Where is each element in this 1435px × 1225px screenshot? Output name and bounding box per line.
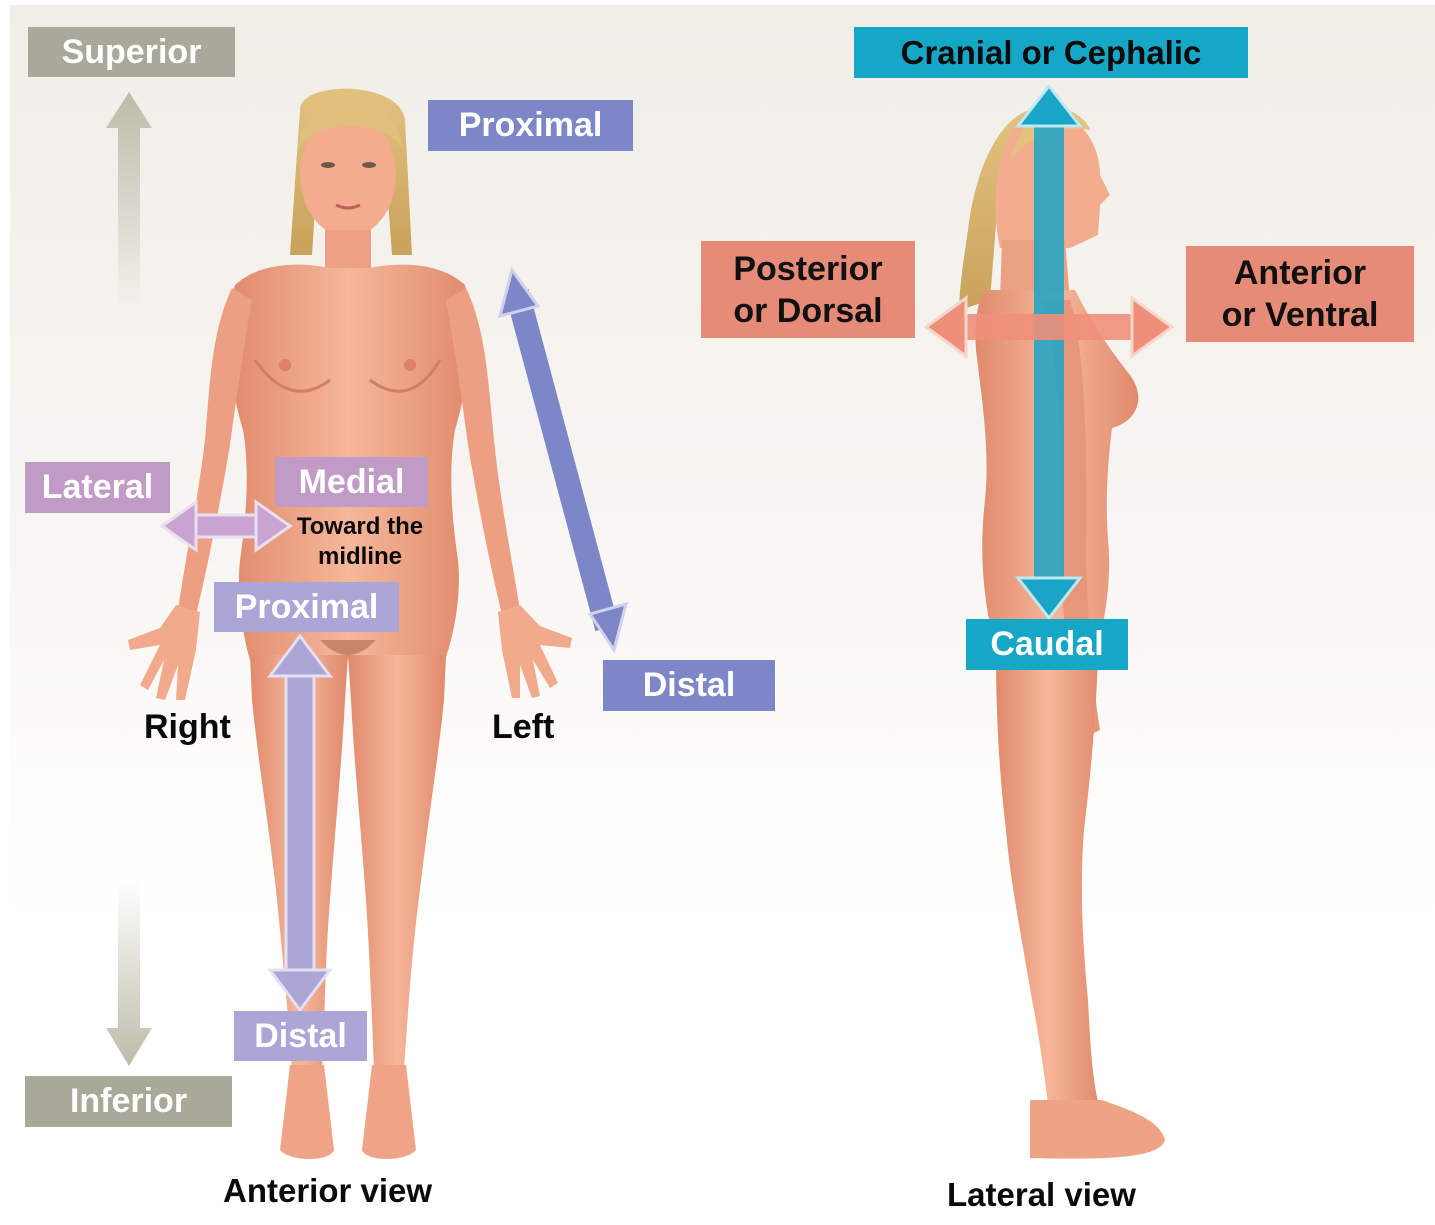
cranial-cephalic-label: Cranial or Cephalic xyxy=(854,27,1248,78)
medial-note-line2: midline xyxy=(290,542,430,572)
left-label: Left xyxy=(492,708,554,747)
medial-note: Toward the midline xyxy=(290,512,430,572)
anterior-ventral-label: Anterior or Ventral xyxy=(1186,246,1414,342)
anterior-line1: Anterior xyxy=(1234,252,1366,294)
right-label: Right xyxy=(144,708,231,747)
medial-note-line1: Toward the xyxy=(290,512,430,542)
lateral-label: Lateral xyxy=(25,462,170,513)
superior-arrow xyxy=(106,92,152,310)
medial-label: Medial xyxy=(275,457,428,507)
inferior-arrow xyxy=(106,880,152,1066)
proximal-leg-label: Proximal xyxy=(214,582,399,632)
inferior-label: Inferior xyxy=(25,1076,232,1127)
posterior-dorsal-label: Posterior or Dorsal xyxy=(701,241,915,338)
caudal-label: Caudal xyxy=(966,619,1128,670)
distal-arm-label: Distal xyxy=(603,660,775,711)
proximal-arm-label: Proximal xyxy=(428,100,633,151)
anterior-view-caption: Anterior view xyxy=(223,1172,432,1210)
arm-proximal-distal-arrow xyxy=(500,270,626,650)
posterior-line2: or Dorsal xyxy=(733,290,882,332)
distal-leg-label: Distal xyxy=(234,1011,367,1061)
posterior-line1: Posterior xyxy=(733,248,882,290)
lateral-view-caption: Lateral view xyxy=(947,1176,1136,1214)
superior-label: Superior xyxy=(28,27,235,77)
anterior-line2: or Ventral xyxy=(1222,294,1379,336)
